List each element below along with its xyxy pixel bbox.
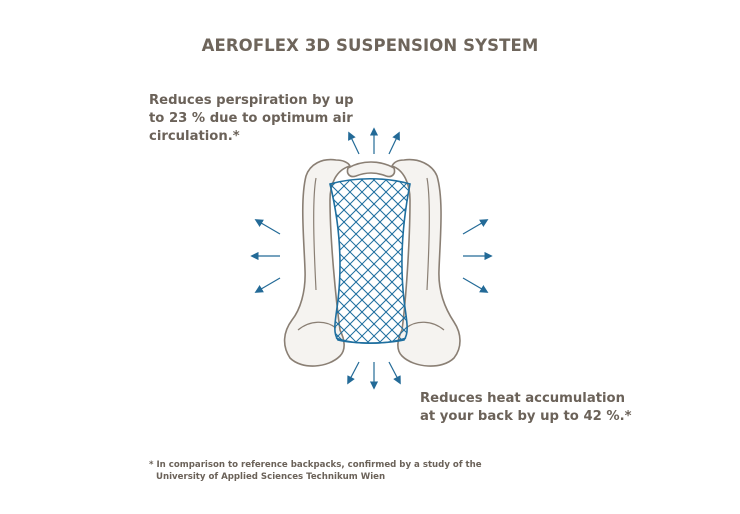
mesh-line	[330, 178, 373, 343]
mesh-line	[122, 170, 312, 360]
callout-perspiration-line-1: Reduces perspiration by up	[149, 93, 354, 108]
mesh-line	[330, 178, 375, 343]
footnote-line-1: * In comparison to reference backpacks, …	[149, 460, 482, 470]
footnote: * In comparison to reference backpacks, …	[149, 459, 482, 483]
mesh-line	[330, 178, 410, 343]
mesh-line	[434, 170, 624, 360]
mesh-line	[330, 178, 410, 343]
mesh-line	[484, 170, 674, 360]
mesh-line	[330, 178, 410, 343]
callout-heat-line-1: Reduces heat accumulation	[420, 391, 625, 406]
mesh-line	[361, 178, 410, 343]
mesh-line	[330, 178, 410, 343]
airflow-arrow-icon	[254, 219, 281, 235]
callout-perspiration-line-3: circulation.*	[149, 129, 240, 144]
mesh-line	[100, 170, 290, 360]
mesh-line	[330, 178, 410, 343]
mesh-line	[349, 178, 410, 343]
airflow-arrows	[250, 127, 493, 390]
mesh-line	[330, 178, 410, 343]
mesh-line	[330, 178, 410, 343]
mesh-line	[337, 178, 410, 343]
mesh-back-panel	[50, 170, 686, 360]
airflow-arrow-icon	[254, 277, 281, 293]
airflow-arrow-icon	[347, 361, 360, 385]
mesh-line	[339, 178, 410, 343]
mesh-line	[330, 178, 410, 343]
mesh-line	[436, 170, 626, 360]
mesh-line	[363, 178, 410, 343]
mesh-line	[446, 170, 636, 360]
airflow-arrow-icon	[462, 219, 489, 235]
mesh-line	[460, 170, 650, 360]
mesh-line	[86, 170, 276, 360]
page-title: AEROFLEX 3D SUSPENSION SYSTEM	[201, 36, 539, 55]
mesh-line	[50, 170, 240, 360]
mesh-line	[330, 178, 410, 343]
mesh-line	[351, 178, 410, 343]
mesh-line	[330, 178, 409, 343]
callout-heat-line-2: at your back by up to 42 %.*	[420, 409, 632, 424]
mesh-line	[62, 170, 252, 360]
top-frame-bridge	[346, 161, 396, 178]
mesh-line	[330, 178, 410, 343]
mesh-line	[330, 178, 410, 343]
airflow-arrow-icon	[348, 131, 360, 155]
mesh-line	[112, 170, 302, 360]
callout-perspiration: Reduces perspiration by up to 23 % due t…	[149, 92, 354, 146]
mesh-line	[496, 170, 686, 360]
callout-heat: Reduces heat accumulation at your back b…	[420, 390, 632, 426]
mesh-line	[330, 178, 399, 343]
airflow-arrow-icon	[462, 277, 489, 293]
mesh-line	[330, 178, 387, 343]
callout-perspiration-line-2: to 23 % due to optimum air	[149, 111, 353, 126]
mesh-line	[74, 170, 264, 360]
airflow-arrow-icon	[388, 131, 400, 155]
mesh-line	[330, 178, 410, 343]
airflow-arrow-icon	[388, 361, 401, 385]
mesh-line	[448, 170, 638, 360]
mesh-line	[472, 170, 662, 360]
mesh-line	[330, 178, 397, 343]
mesh-line	[330, 178, 385, 343]
mesh-line	[330, 178, 410, 343]
footnote-line-2: University of Applied Sciences Technikum…	[156, 472, 386, 482]
mesh-line	[98, 170, 288, 360]
mesh-line	[373, 178, 410, 343]
mesh-line	[110, 170, 300, 360]
mesh-line	[330, 178, 410, 343]
mesh-line	[330, 178, 410, 343]
